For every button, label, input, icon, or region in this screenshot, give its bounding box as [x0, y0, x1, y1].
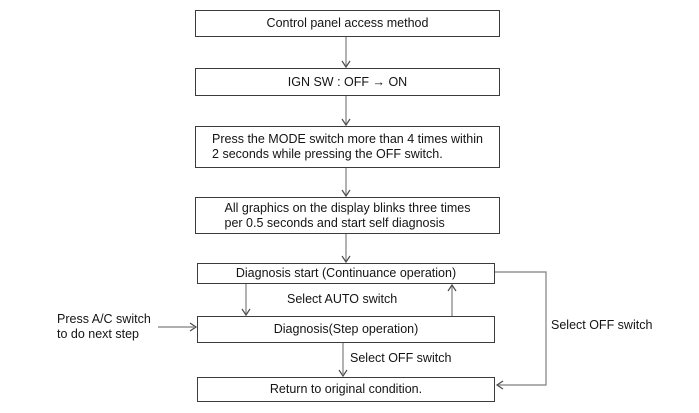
arrowhead-down-icon: [341, 189, 351, 198]
node-label: IGN SW : OFF → ON: [287, 74, 408, 89]
arrow-5-7-rail: [495, 271, 547, 386]
arrowhead-down-icon: [241, 308, 251, 317]
node-return-original: Return to original condition.: [197, 377, 495, 402]
node-control-panel-access-method: Control panel access method: [195, 10, 500, 37]
edge-label-press-ac-line1: Press A/C switch: [57, 312, 151, 326]
arrowhead-down-icon: [338, 369, 348, 378]
node-label: Diagnosis(Step operation): [273, 322, 419, 336]
edge-label-select-auto-switch: Select AUTO switch: [287, 292, 398, 306]
arrowhead-down-icon: [341, 255, 351, 264]
node-label-line1: All graphics on the display blinks three…: [224, 200, 471, 215]
arrowhead-down-icon: [341, 60, 351, 69]
node-label: Control panel access method: [266, 16, 429, 30]
node-label: Return to original condition.: [269, 382, 423, 396]
arrowhead-left-icon: [495, 380, 504, 390]
node-label-line2: per 0.5 seconds and start self diagnosis: [224, 215, 445, 230]
arrowhead-right-icon: [189, 322, 198, 332]
arrowhead-up-icon: [447, 283, 457, 292]
edge-label-select-off-switch-right: Select OFF switch: [551, 318, 653, 332]
node-ign-sw: IGN SW : OFF → ON: [195, 68, 500, 96]
node-graphics-blink: All graphics on the display blinks three…: [195, 197, 500, 234]
node-diagnosis-start: Diagnosis start (Continuance operation): [197, 263, 495, 284]
edge-label-press-ac-switch: Press A/C switch to do next step: [57, 312, 151, 342]
node-label: Diagnosis start (Continuance operation): [235, 266, 457, 280]
node-label-line2: 2 seconds while pressing the OFF switch.: [212, 147, 443, 161]
arrowhead-down-icon: [341, 118, 351, 127]
edge-label-press-ac-line2: to do next step: [57, 327, 140, 341]
node-label-line1: Press the MODE switch more than 4 times …: [212, 132, 483, 146]
node-press-mode-switch: Press the MODE switch more than 4 times …: [195, 126, 500, 168]
node-diagnosis-step: Diagnosis(Step operation): [197, 316, 495, 343]
edge-label-select-off-switch-step: Select OFF switch: [350, 351, 452, 365]
